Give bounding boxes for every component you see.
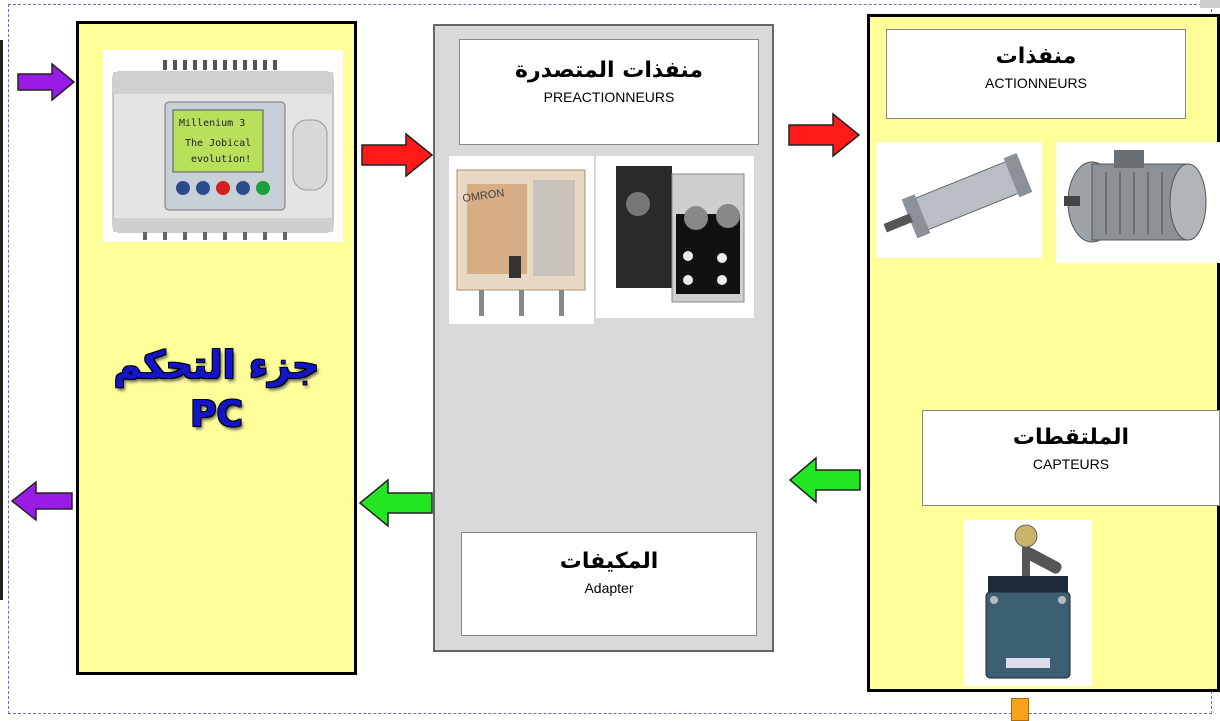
control-part-block: Millenium 3 The Jobical evolution! جزء ا… — [76, 21, 357, 675]
actuators-label-box: منفذات ACTIONNEURS — [886, 29, 1186, 119]
control-part-abbr: PC — [190, 394, 243, 435]
corner-mark — [1200, 0, 1220, 8]
preactuators-label-box: منفذات المتصدرة PREACTIONNEURS — [459, 39, 759, 145]
plc-input-arrow — [17, 62, 76, 102]
adapters-title-fr: Adapter — [584, 580, 634, 596]
order-arrow-to-actuators — [788, 112, 861, 158]
preactuators-title-fr: PREACTIONNEURS — [543, 89, 675, 105]
control-part-title: جزء التحكم — [113, 343, 320, 387]
left-edge-bar — [0, 40, 3, 600]
pneumatic-cylinder-image — [876, 142, 1042, 258]
operative-part-block: منفذات ACTIONNEURS — [867, 14, 1220, 692]
actuators-title-ar: منفذات — [995, 44, 1077, 69]
pneumatic-distributor-image — [596, 156, 754, 318]
sensors-title-fr: CAPTEURS — [1032, 456, 1110, 472]
order-arrow-to-preactuators — [361, 132, 434, 178]
report-arrow-from-sensors — [788, 456, 861, 504]
preactuators-block: منفذات المتصدرة PREACTIONNEURS OMRON — [433, 24, 774, 652]
sensors-title-ar: الملتقطات — [1012, 425, 1130, 450]
sensors-label-box: الملتقطات CAPTEURS — [922, 410, 1220, 506]
plc-screen-line2: The Jobical — [185, 138, 251, 149]
svg-text:OMRON: OMRON — [462, 187, 505, 205]
actuators-title-fr: ACTIONNEURS — [985, 75, 1087, 91]
plc-screen-line1: Millenium 3 — [179, 118, 245, 129]
electric-motor-image — [1056, 142, 1220, 263]
report-arrow-to-control — [358, 478, 433, 528]
bottom-marker — [1011, 698, 1029, 721]
preactuators-title-ar: منفذات المتصدرة — [514, 58, 704, 83]
plc-image: Millenium 3 The Jobical evolution! — [103, 50, 343, 242]
plc-screen-line3: evolution! — [191, 154, 251, 165]
relay-image: OMRON — [449, 156, 594, 324]
limit-switch-image — [964, 520, 1092, 686]
adapters-label-box: المكيفات Adapter — [461, 532, 757, 636]
plc-output-arrow — [10, 480, 73, 522]
adapters-title-ar: المكيفات — [559, 549, 659, 574]
